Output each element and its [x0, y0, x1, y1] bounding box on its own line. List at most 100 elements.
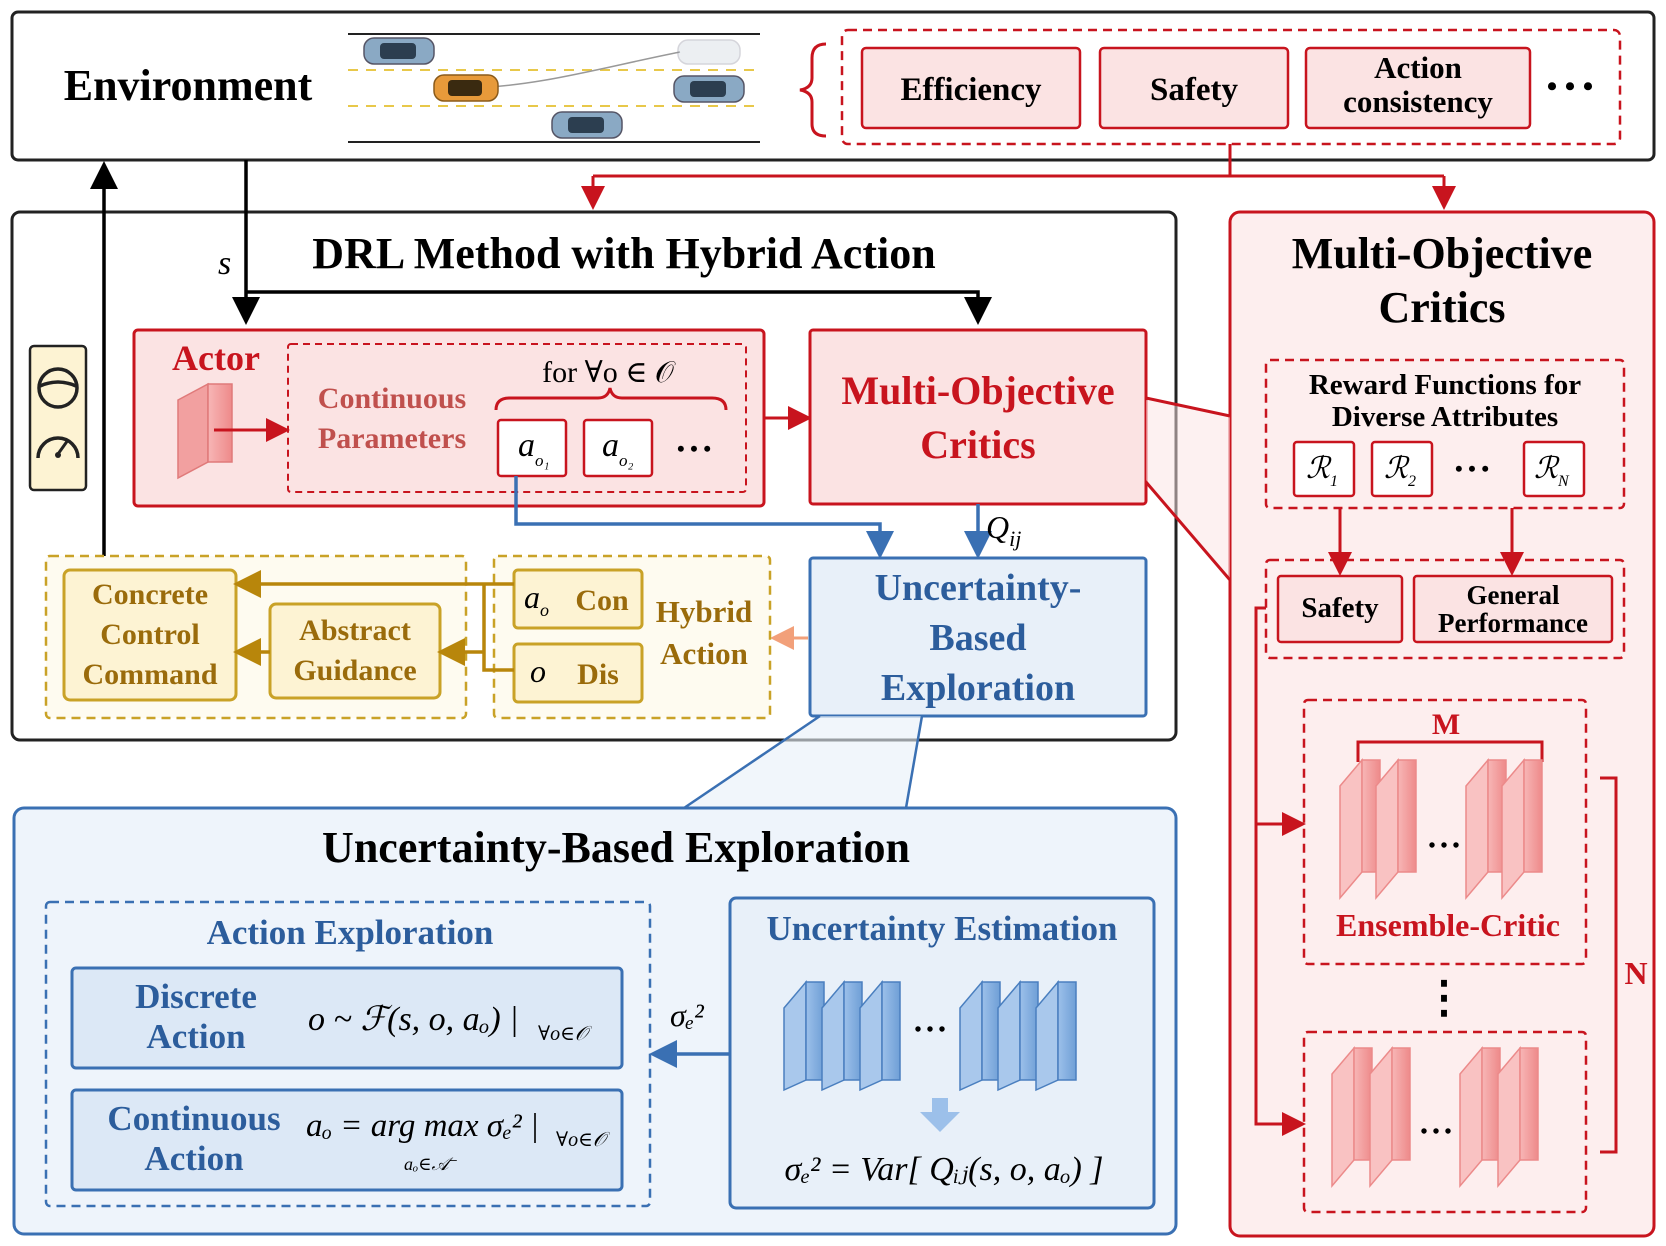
abstract-label-2: Guidance	[293, 654, 416, 687]
uncertainty-estimation-title: Uncertainty Estimation	[767, 909, 1118, 948]
ube-detail-panel: Uncertainty-Based Exploration Action Exp…	[12, 806, 1178, 1236]
ensemble-more-2: • • •	[1420, 1121, 1451, 1143]
ensemble-more-1: • • •	[1428, 835, 1459, 857]
con-box: ao Con	[512, 568, 644, 630]
reward-functions-group	[1264, 358, 1626, 510]
car-icon	[677, 39, 741, 65]
con-subscript: o	[540, 600, 549, 620]
critics-zoom-connector	[1146, 400, 1230, 580]
q-subscript: ij	[1009, 526, 1021, 551]
discrete-label-2: Action	[146, 1017, 245, 1056]
dis-symbol: o	[530, 653, 546, 689]
param-to-ube-arrow	[514, 476, 894, 559]
continuous-parameters-label-1: Continuous	[318, 382, 466, 415]
reward-1-subscript: 1	[1330, 473, 1338, 490]
discrete-label-1: Discrete	[135, 977, 257, 1016]
state-symbol: s	[218, 245, 231, 282]
critics-box: Multi-Objective Critics	[808, 328, 1148, 506]
speedometer-icon	[36, 436, 80, 459]
car-icon	[673, 75, 745, 103]
action-consistency-label-1: Action	[1374, 50, 1462, 85]
hybrid-label-2: Action	[660, 636, 748, 671]
reward-more: • • •	[1455, 456, 1489, 481]
critics-label-1: Multi-Objective	[841, 368, 1114, 413]
ego-car-icon	[433, 74, 499, 102]
mo-title-2: Critics	[1378, 283, 1505, 332]
parameters-brace	[494, 387, 728, 411]
continuous-condition: ∀o∈𝒪	[556, 1129, 611, 1151]
attributes-group	[840, 28, 1622, 146]
for-all-options: for ∀o ∈ 𝒪	[542, 356, 676, 389]
concrete-label-1: Concrete	[92, 578, 208, 611]
reward-box-n: ℛN	[1522, 440, 1586, 498]
ensemble-critic-label: Ensemble-Critic	[1336, 907, 1560, 943]
dis-box: o Dis	[512, 642, 644, 704]
reward-1-symbol: ℛ	[1306, 452, 1332, 485]
ube-box: Uncertainty- Based Exploration	[808, 556, 1148, 718]
reward-2-symbol: ℛ	[1384, 452, 1410, 485]
vertical-ellipsis: ⋮	[1422, 973, 1466, 1022]
performance-label: Performance	[1438, 608, 1588, 638]
q-symbol: Q	[986, 509, 1009, 545]
critic-network-icon	[1339, 757, 1543, 901]
safety-box: Safety	[1098, 46, 1290, 130]
param-more: • • •	[677, 436, 711, 461]
concrete-label-3: Command	[82, 658, 217, 691]
blue-ensemble-more: • • •	[914, 1019, 945, 1041]
reward-title-2: Diverse Attributes	[1332, 401, 1558, 433]
actor-label: Actor	[172, 338, 260, 378]
uncertainty-estimation-box: Uncertainty Estimation • • • σₑ² = Var[ …	[728, 896, 1156, 1210]
abstract-label-1: Abstract	[299, 614, 411, 647]
continuous-formula: aₒ = arg max σₑ² |	[306, 1108, 539, 1144]
car-icon	[363, 37, 435, 65]
svg-text:ℛ1: ℛ1	[1306, 452, 1338, 490]
svg-text:ao₂: ao₂	[602, 427, 634, 470]
m-label: M	[1432, 708, 1460, 741]
attribute-brace	[799, 42, 827, 138]
dis-label: Dis	[577, 658, 619, 691]
hybrid-to-command-arrows	[233, 570, 514, 672]
hybrid-label-1: Hybrid	[656, 594, 752, 629]
continuous-action-box: Continuous Action aₒ = arg max σₑ² | ∀o∈…	[70, 1088, 624, 1192]
environment-title: Environment	[64, 61, 313, 110]
concrete-label-2: Control	[100, 618, 199, 651]
discrete-condition: ∀o∈𝒪	[538, 1023, 593, 1045]
actor-network-icon	[177, 382, 233, 480]
sigma-label: σₑ²	[670, 997, 705, 1033]
ube-label-1: Uncertainty-	[875, 567, 1082, 609]
safety-label: Safety	[1150, 72, 1238, 108]
param-1-symbol: a	[518, 427, 535, 464]
general-label: General	[1467, 580, 1560, 610]
svg-text:ℛN: ℛN	[1534, 452, 1570, 490]
critics-label-2: Critics	[920, 422, 1036, 467]
discrete-action-box: Discrete Action o ~ ℱ(s, o, aₒ) | ∀o∈𝒪	[70, 966, 624, 1070]
reward-box-2: ℛ2	[1370, 440, 1434, 498]
mo-critics-panel: Multi-Objective Critics Reward Functions…	[1228, 210, 1656, 1238]
param-2-symbol: a	[602, 427, 619, 464]
q-label: Qij	[986, 509, 1021, 551]
critic-network-icon	[1331, 1045, 1539, 1189]
continuous-subscript: aₒ∈𝒜⁻	[404, 1154, 458, 1174]
param-box-2: ao₂	[582, 418, 654, 478]
continuous-parameters-label-2: Parameters	[318, 422, 466, 455]
svg-text:ao: ao	[524, 579, 549, 620]
ensemble-network-icon	[783, 979, 1077, 1092]
abstract-guidance-box: Abstract Guidance	[268, 602, 442, 700]
down-arrow-icon	[920, 1098, 960, 1132]
action-consistency-box: Action consistency	[1304, 46, 1532, 130]
param-box-1: ao₁	[496, 418, 568, 478]
ensemble-group-1	[1302, 698, 1588, 966]
con-symbol: a	[524, 579, 540, 615]
actor-box: Actor Continuous Parameters for ∀o ∈ 𝒪 a…	[132, 328, 766, 508]
con-label: Con	[575, 584, 629, 617]
reward-n-symbol: ℛ	[1534, 452, 1560, 485]
attributes-more: • • •	[1547, 70, 1594, 103]
reward-title-1: Reward Functions for	[1309, 369, 1581, 401]
vehicle-control-icons	[28, 344, 88, 492]
param-1-subscript: o₁	[535, 451, 549, 470]
action-exploration-title: Action Exploration	[207, 913, 494, 952]
svg-text:ℛ2: ℛ2	[1384, 452, 1416, 490]
svg-text:ao₁: ao₁	[518, 427, 549, 470]
ube-detail-title: Uncertainty-Based Exploration	[322, 823, 910, 872]
